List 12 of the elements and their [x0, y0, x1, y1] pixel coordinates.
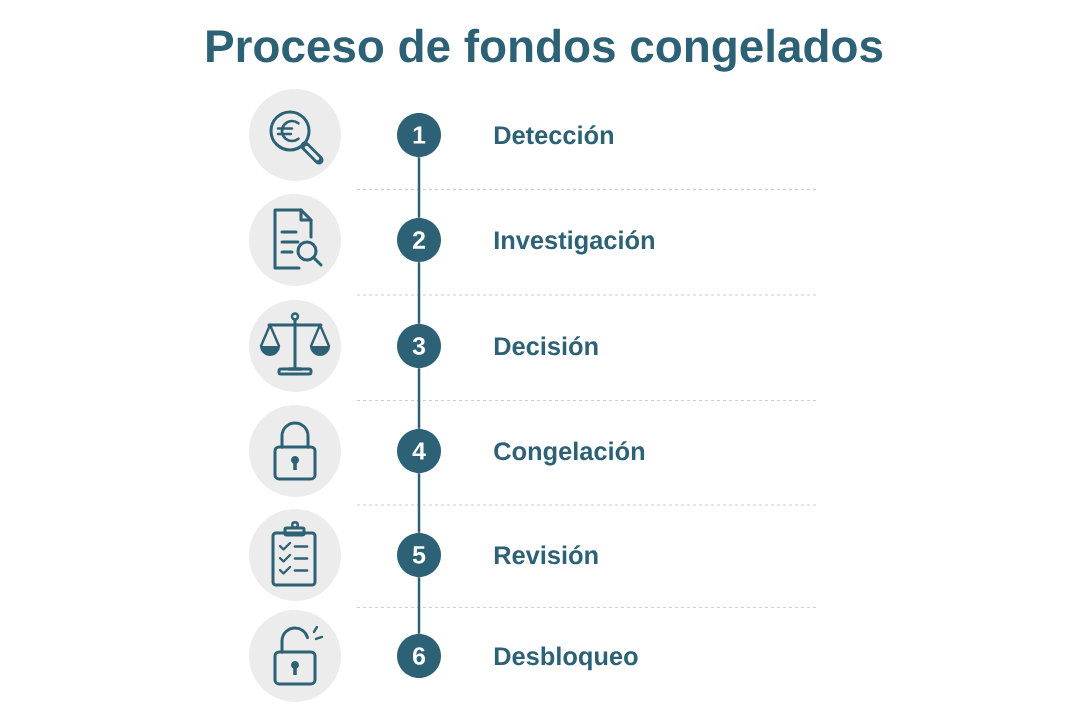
- title: Proceso de fondos congelados: [207, 28, 883, 72]
- connector-line: [417, 262, 421, 324]
- step-label: Revisión: [494, 545, 598, 565]
- step-label: Desbloqueo: [494, 646, 638, 671]
- connector-line: [417, 157, 421, 218]
- step-label: Detección: [494, 125, 614, 145]
- step-label: Congelación: [494, 441, 645, 466]
- connector-line: [417, 368, 421, 429]
- step-label: Investigación: [494, 230, 654, 255]
- connector-line: [417, 473, 421, 533]
- step-label: Decisión: [494, 336, 598, 356]
- connector-line: [417, 577, 421, 634]
